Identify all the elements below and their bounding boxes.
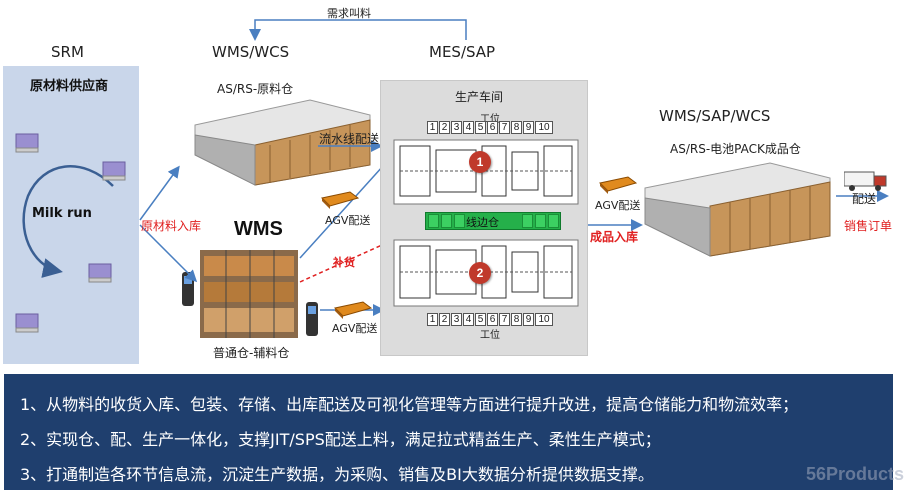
- milk-run-loop: [22, 165, 114, 278]
- station-number: 7: [499, 313, 510, 326]
- station-number: 7: [499, 121, 510, 134]
- workshop-title: 生产车间: [455, 90, 504, 104]
- general-warehouse-label: 普通仓-辅料仓: [213, 346, 290, 360]
- wms-title: WMS: [234, 218, 283, 240]
- station-number: 2: [439, 313, 450, 326]
- srm-header: SRM: [51, 43, 84, 61]
- replenish-label: 补货: [333, 256, 355, 269]
- finished-asrs-warehouse-image: [644, 162, 831, 257]
- station-number: 3: [451, 121, 462, 134]
- station-label-top: 工位: [480, 114, 500, 125]
- agv-delivery-label-3: AGV配送: [595, 199, 641, 212]
- station-number: 5: [475, 313, 486, 326]
- raw-inbound-label: 原材料入库: [141, 219, 202, 233]
- supplier-pallet-icon: [88, 263, 112, 283]
- supplier-title: 原材料供应商: [30, 79, 109, 94]
- line-side-warehouse-label: 线边仓: [466, 216, 499, 229]
- station-number: 10: [535, 121, 553, 134]
- milk-run-label: Milk run: [32, 206, 92, 221]
- line-side-warehouse-strip: [425, 212, 561, 230]
- supplier-pallet-icon: [15, 313, 39, 333]
- station-number: 8: [511, 121, 522, 134]
- agv-vehicle-icon: [320, 191, 360, 209]
- station-label-bottom: 工位: [480, 330, 500, 341]
- summary-point-2: 2、实现仓、配、生产一体化，支撑JIT/SPS配送上料，满足拉式精益生产、柔性生…: [20, 430, 661, 449]
- production-line-1-badge: 1: [469, 151, 491, 173]
- production-line-2-badge: 2: [469, 262, 491, 284]
- summary-point-1: 1、从物料的收货入库、包装、存储、出库配送及可视化管理等方面进行提升改进，提高仓…: [20, 395, 799, 414]
- station-number: 5: [475, 121, 486, 134]
- supplier-pallet-icon: [102, 161, 126, 181]
- station-number: 8: [511, 313, 522, 326]
- station-number: 1: [427, 121, 438, 134]
- sales-order-label: 销售订单: [844, 219, 893, 233]
- finished-warehouse-label: AS/RS-电池PACK成品仓: [670, 142, 801, 156]
- station-number: 10: [535, 313, 553, 326]
- delivery-truck-icon: [844, 171, 887, 191]
- handheld-scanner-icon: [306, 302, 318, 336]
- mes-sap-header: MES/SAP: [429, 43, 496, 61]
- wms-wcs-header: WMS/WCS: [212, 43, 290, 61]
- conveyor-delivery-label: 流水线配送: [319, 132, 380, 146]
- station-number: 4: [463, 313, 474, 326]
- station-number: 6: [487, 121, 498, 134]
- agv-vehicle-icon: [598, 176, 638, 194]
- delivery-label: 配送: [852, 192, 877, 206]
- agv-vehicle-icon: [333, 301, 373, 319]
- raw-asrs-warehouse-image: [194, 99, 371, 186]
- agv-delivery-label-1: AGV配送: [325, 214, 371, 227]
- station-number: 9: [523, 121, 534, 134]
- wms-sap-wcs-header: WMS/SAP/WCS: [659, 107, 771, 125]
- raw-warehouse-label: AS/RS-原料仓: [217, 82, 294, 96]
- station-number: 9: [523, 313, 534, 326]
- station-numbers-bottom: 1 2 3 4 5 6 7 8 9 10: [427, 313, 554, 326]
- station-number: 4: [463, 121, 474, 134]
- station-number: 3: [451, 313, 462, 326]
- station-number: 1: [427, 313, 438, 326]
- general-warehouse-image: [200, 250, 298, 338]
- watermark-logo: 56Products: [806, 464, 905, 484]
- station-number: 6: [487, 313, 498, 326]
- station-numbers-top: 1 2 3 4 5 6 7 8 9 10: [427, 121, 554, 134]
- agv-delivery-label-2: AGV配送: [332, 322, 378, 335]
- finished-inbound-label: 成品入库: [590, 230, 639, 244]
- production-line-1-layout: [393, 139, 579, 205]
- summary-point-3: 3、打通制造各环节信息流，沉淀生产数据，为采购、销售及BI大数据分析提供数据支撑…: [20, 465, 654, 484]
- demand-call-label: 需求叫料: [327, 7, 371, 20]
- supplier-pallet-icon: [15, 133, 39, 153]
- station-number: 2: [439, 121, 450, 134]
- summary-panel: [4, 374, 893, 490]
